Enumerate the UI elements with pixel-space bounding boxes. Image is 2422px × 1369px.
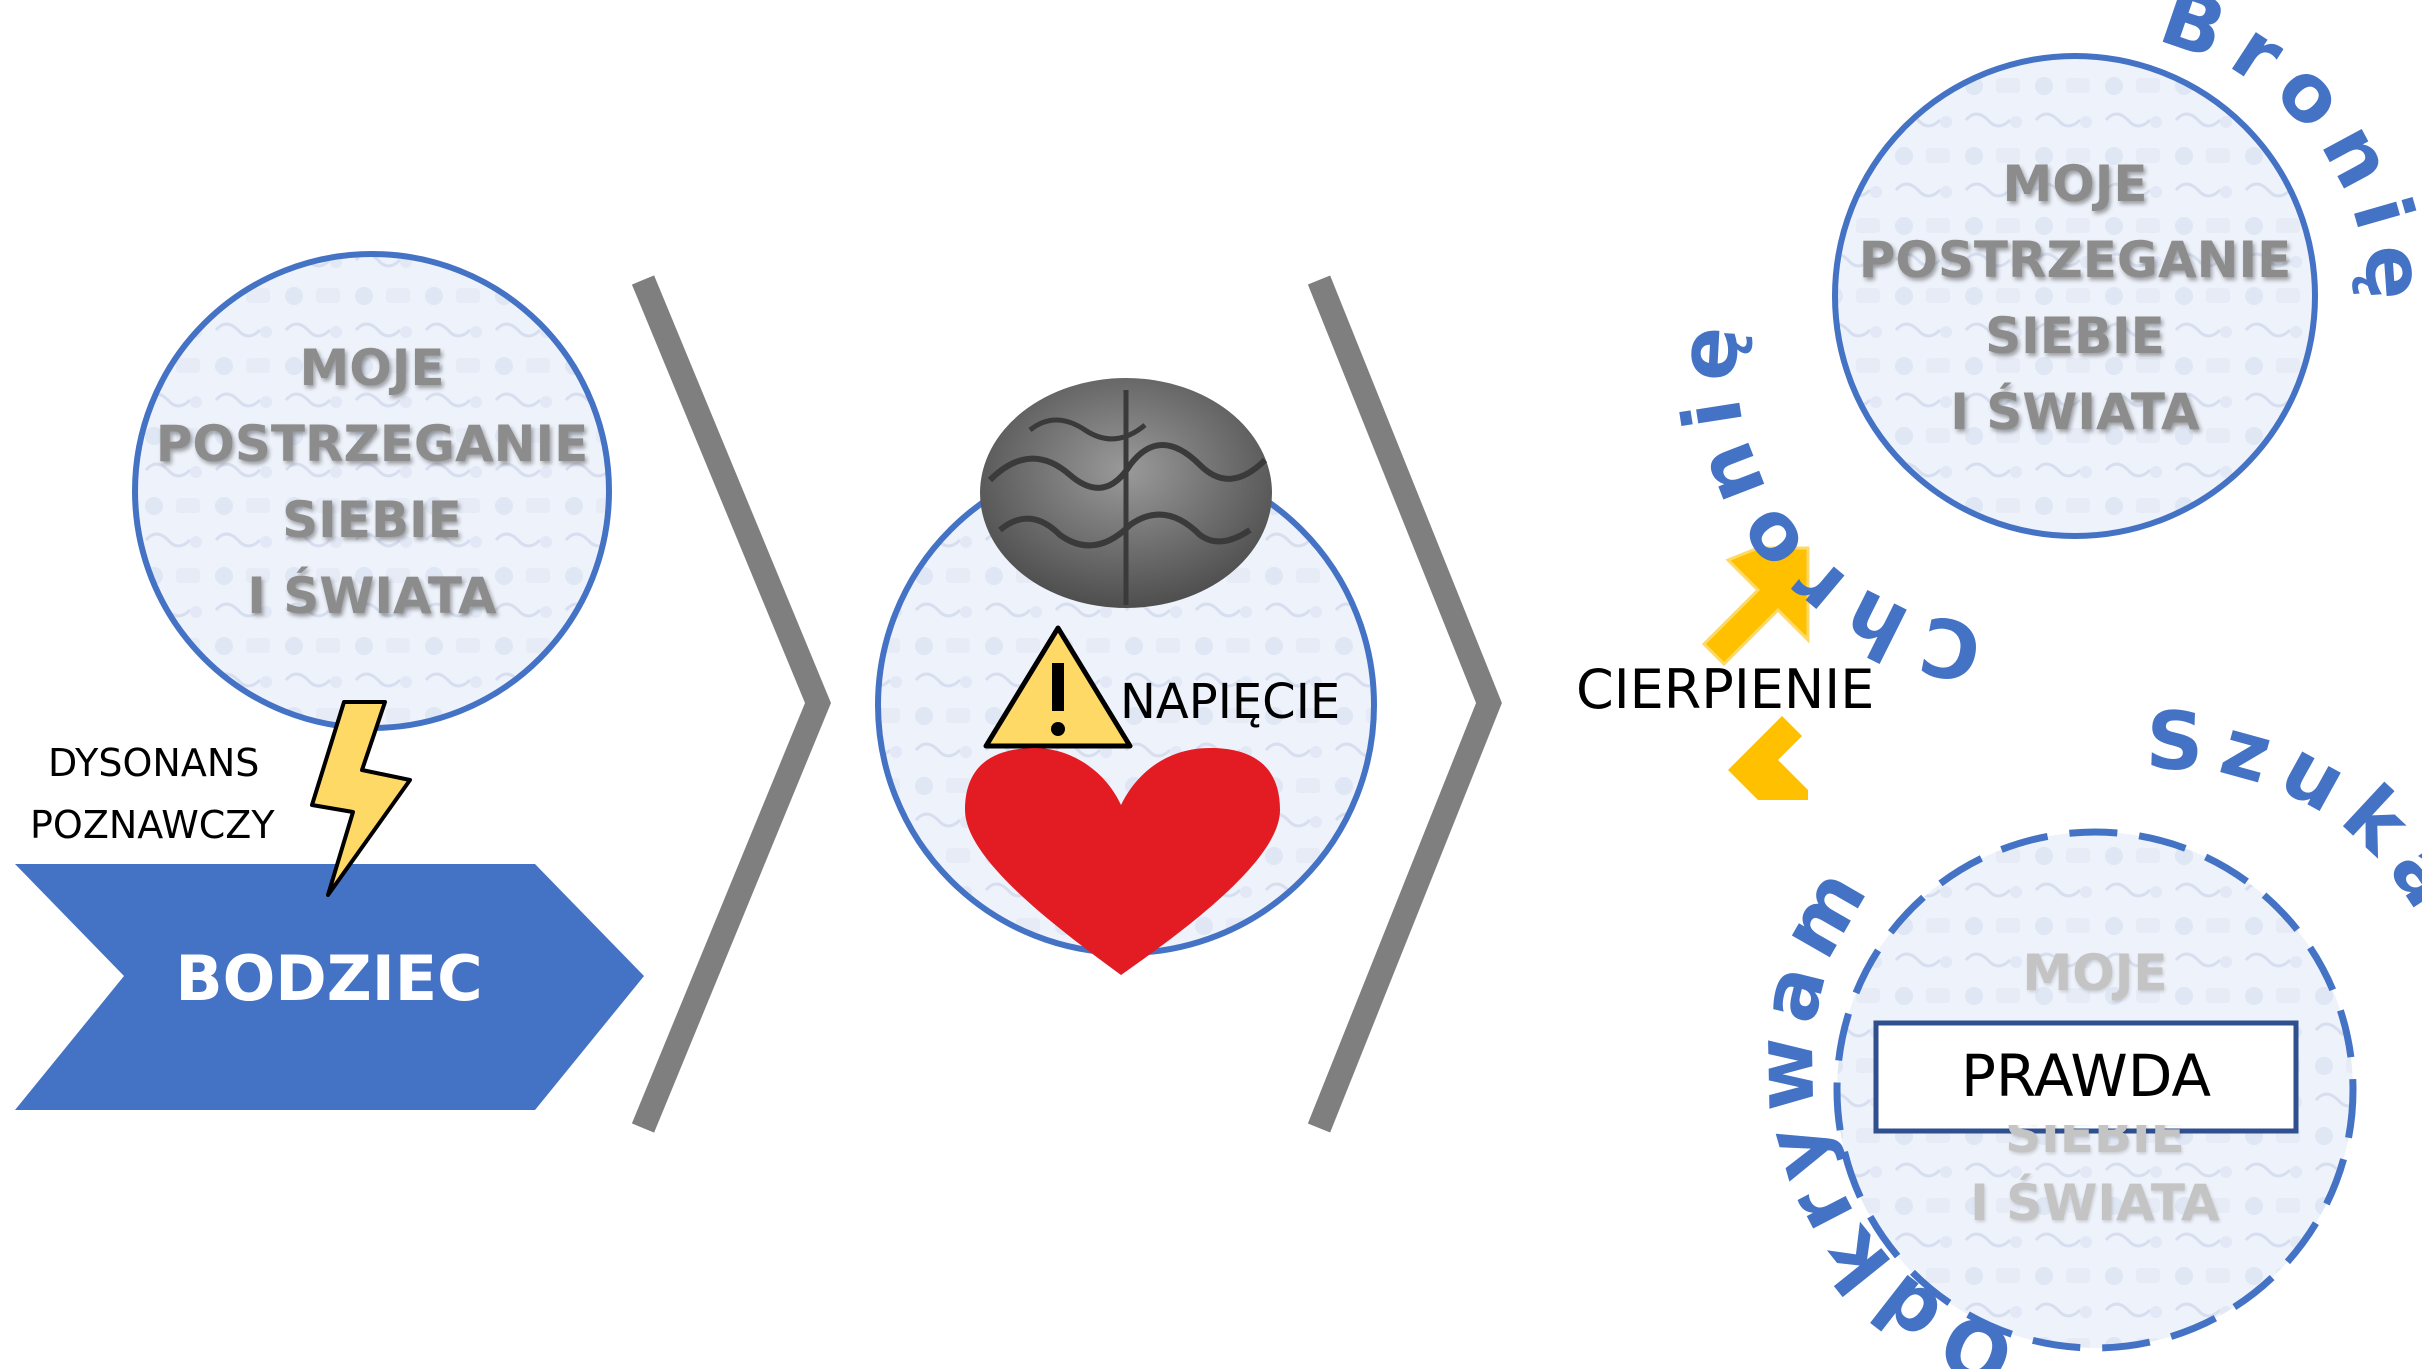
prawda-box xyxy=(1873,1020,2299,1134)
warning-icon xyxy=(983,625,1133,749)
top-right-circle-line: POSTRZEGANIE xyxy=(1858,231,2292,289)
dysonans-line-1: DYSONANS xyxy=(48,741,260,785)
arrow-down-icon xyxy=(1728,716,1808,800)
top-right-circle-line: SIEBIE xyxy=(1985,307,2165,365)
dysonans-label: DYSONANS POZNAWCZY xyxy=(30,732,350,856)
bodziec-arrow xyxy=(15,864,644,1110)
bottom-right-circle-text-top: MOJE xyxy=(1895,935,2295,1011)
left-circle-line: SIEBIE xyxy=(282,491,462,549)
bodziec-label: BODZIEC xyxy=(175,942,483,1015)
top-right-perception-circle xyxy=(1832,53,2318,539)
arrow-up-icon xyxy=(1701,546,1810,667)
top-right-circle-line: I ŚWIATA xyxy=(1950,383,2200,441)
left-circle-line: POSTRZEGANIE xyxy=(155,415,589,473)
top-right-circle-line: MOJE xyxy=(2002,155,2148,213)
chevron-separator-2 xyxy=(1307,275,1502,1133)
dysonans-line-2: POZNAWCZY xyxy=(30,803,275,847)
napiecie-label: NAPIĘCIE xyxy=(1120,674,1341,730)
lightning-icon xyxy=(310,700,412,897)
bottom-right-circle-line: SIEBIE xyxy=(2005,1125,2185,1164)
chevron-separator-1 xyxy=(631,275,831,1133)
bottom-right-circle-line: MOJE xyxy=(2022,944,2168,1002)
bottom-right-circle-text-bottom: SIEBIE I ŚWIATA xyxy=(1895,1125,2295,1241)
left-circle-line: I ŚWIATA xyxy=(247,567,497,625)
prawda-label: PRAWDA xyxy=(1960,1042,2212,1110)
top-right-circle-text: MOJE POSTRZEGANIE SIEBIE I ŚWIATA xyxy=(1840,146,2310,450)
left-circle-text: MOJE POSTRZEGANIE SIEBIE I ŚWIATA xyxy=(140,330,604,634)
heart-icon xyxy=(965,748,1280,975)
bottom-right-circle-line: I ŚWIATA xyxy=(1970,1174,2220,1232)
cierpienie-label: CIERPIENIE xyxy=(1576,658,1875,721)
left-circle-line: MOJE xyxy=(299,339,445,397)
brain-icon xyxy=(980,378,1272,608)
